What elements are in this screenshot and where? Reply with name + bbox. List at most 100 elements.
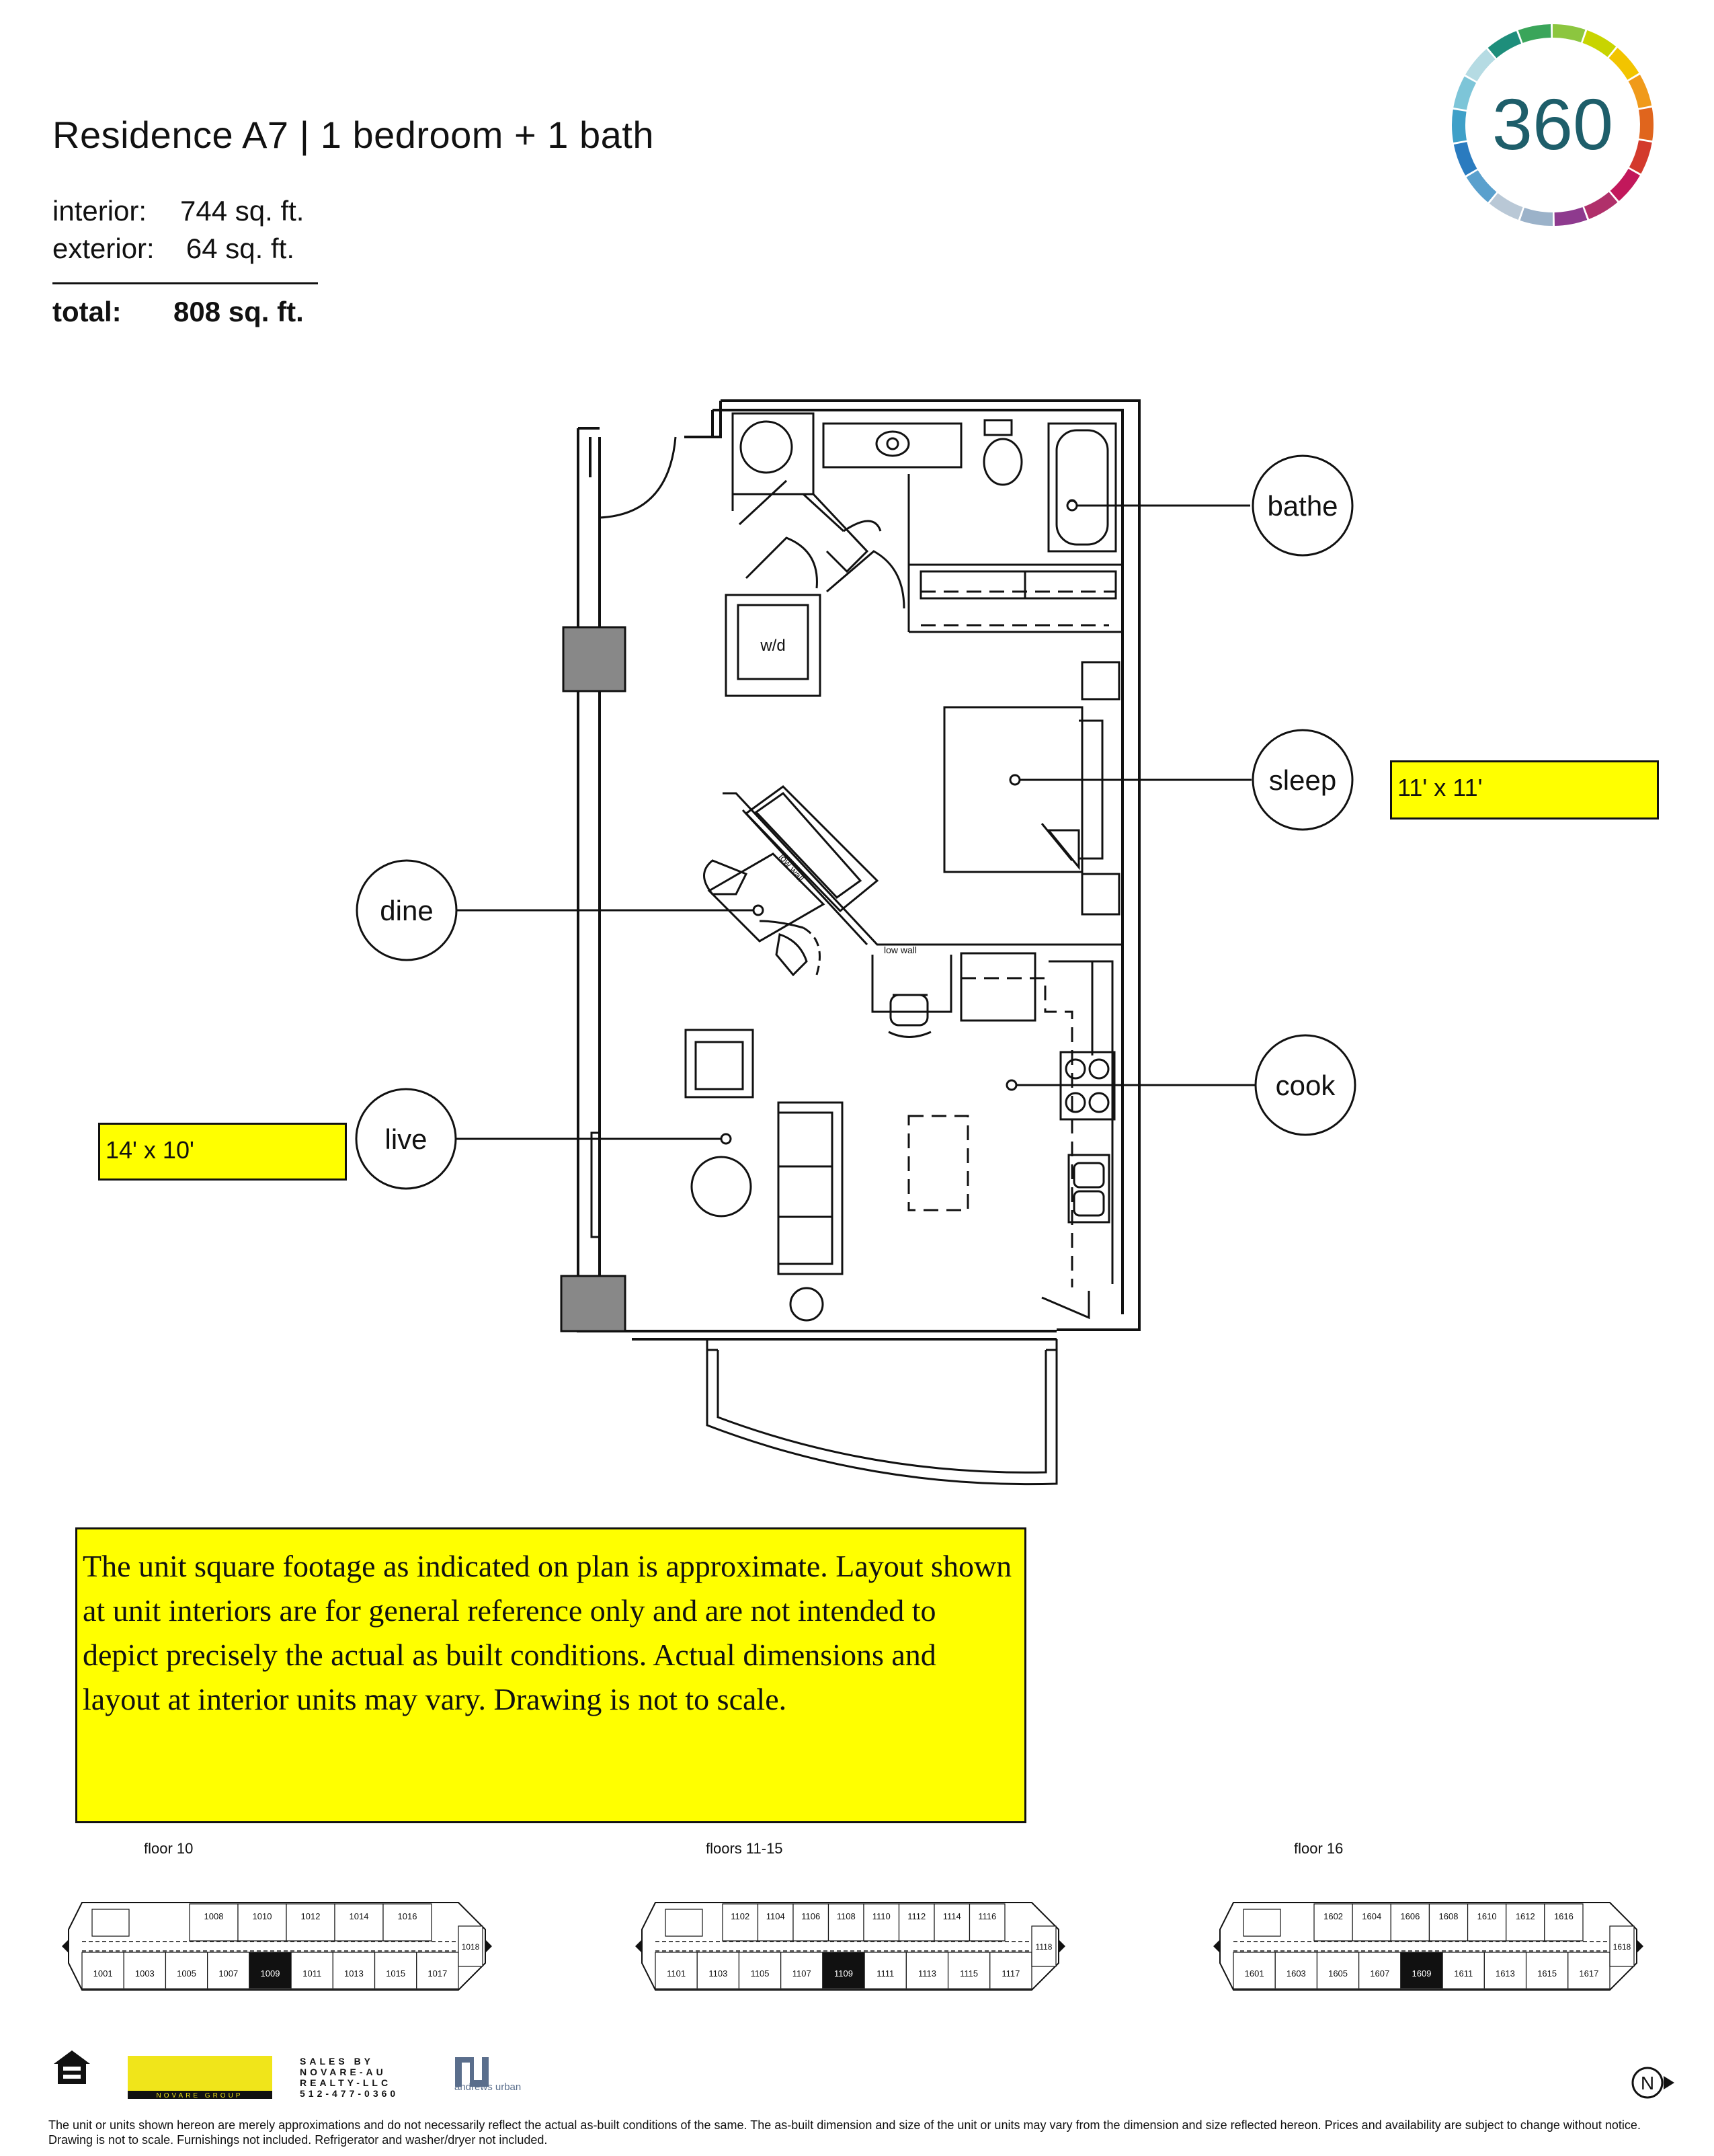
- keyplan-unit-label: 1008: [204, 1911, 224, 1921]
- keyplan-unit-label: 1109: [834, 1968, 853, 1979]
- logo-ring-segment: [1452, 109, 1467, 143]
- keyplan-unit: [81, 1952, 124, 1989]
- keyplan-unit-label: 1604: [1362, 1911, 1381, 1921]
- keyplan-unit: [290, 1952, 333, 1989]
- floor-plan: w/d low wall low wall: [355, 399, 1356, 1486]
- keyplan-unit-label: 1105: [751, 1968, 770, 1979]
- keyplan-unit-label: 1110: [872, 1911, 891, 1921]
- desk: [871, 955, 952, 1038]
- kitchen: [960, 952, 1116, 1320]
- callout-live: live: [355, 1088, 732, 1190]
- keyplan-unit: [1274, 1952, 1318, 1989]
- entry-door: [598, 436, 677, 519]
- keyplan-unit-label: 1613: [1496, 1968, 1515, 1979]
- room-label-live: live: [384, 1123, 427, 1155]
- low-wall-label-1: low wall: [777, 852, 807, 884]
- logo-ring-segment: [1520, 207, 1553, 226]
- keyplan-unit: [863, 1903, 900, 1942]
- keyplan-unit: [334, 1903, 384, 1942]
- keyplan-unit-label: 1001: [93, 1968, 113, 1979]
- logo-ring-segment: [1584, 192, 1618, 219]
- keyplan-unit-label: 1013: [344, 1968, 364, 1979]
- brand-logo-360: 360: [1452, 24, 1654, 226]
- keyplan-unit-label: 1012: [301, 1911, 321, 1921]
- sales-by-text: SALES BY NOVARE-AU REALTY-LLC 512-477-03…: [300, 2056, 399, 2099]
- keyplan-unit-label: 1602: [1323, 1911, 1343, 1921]
- keyplan-unit: [1031, 1925, 1057, 1967]
- keyplan-unit: [332, 1952, 376, 1989]
- keyplan-unit: [1442, 1952, 1485, 1989]
- residence-title: Residence A7 | 1 bedroom + 1 bath: [52, 114, 654, 156]
- callout-cook: cook: [1006, 1034, 1356, 1136]
- logo-ring-segment: [1629, 140, 1652, 174]
- washer-dryer-label: w/d: [760, 637, 785, 655]
- keyplan-unit: [1609, 1925, 1635, 1967]
- keyplan-unit: [722, 1903, 759, 1942]
- keyplan-unit: [237, 1903, 287, 1942]
- structural-column: [560, 1275, 626, 1332]
- keyplan-unit: [165, 1952, 208, 1989]
- keyplan-unit: [989, 1952, 1032, 1989]
- room-label-bathe: bathe: [1267, 490, 1338, 522]
- dimension-box-live: 14' x 10': [98, 1123, 347, 1181]
- keyplan-unit: [458, 1925, 483, 1967]
- closet-doors: [731, 479, 905, 609]
- keyplan-unit: [123, 1952, 167, 1989]
- keyplan-unit-label: 1015: [386, 1968, 405, 1979]
- north-arrow-icon: N: [1631, 2067, 1674, 2099]
- living-furniture: [684, 1029, 969, 1322]
- andrews-urban-icon: [455, 2057, 489, 2087]
- keyplan-unit: [757, 1903, 794, 1942]
- keyplan-unit-label: 1612: [1516, 1911, 1535, 1921]
- keyplan-unit: [1525, 1952, 1569, 1989]
- keyplan-unit-label: 1016: [398, 1911, 417, 1921]
- keyplan-unit-label: 1018: [462, 1942, 480, 1952]
- keyplan-unit: [1316, 1952, 1360, 1989]
- keyplan-unit-label: 1605: [1328, 1968, 1348, 1979]
- structural-column: [562, 626, 626, 692]
- logo-ring-segment: [1554, 207, 1588, 226]
- logo-ring-segment: [1608, 48, 1639, 81]
- keyplan-unit-label: 1616: [1554, 1911, 1574, 1921]
- keyplan-unit: [898, 1903, 935, 1942]
- callout-bathe: bathe: [1066, 454, 1354, 557]
- keyplan-unit: [864, 1952, 907, 1989]
- keyplan-unit: [1544, 1903, 1584, 1942]
- keyplan-unit-label: 1009: [261, 1968, 280, 1979]
- logo-ring-segment: [1638, 107, 1654, 141]
- keyplan-unit-label: 1101: [667, 1968, 686, 1979]
- keyplan-unit: [374, 1952, 417, 1989]
- keyplan-unit-label: 1118: [1036, 1942, 1053, 1952]
- keyplan-unit-label: 1116: [978, 1911, 996, 1921]
- keyplan-unit: [1358, 1952, 1401, 1989]
- logo-ring-segment: [1518, 24, 1551, 43]
- keyplan-unit: [286, 1903, 335, 1942]
- keyplan-unit: [1428, 1903, 1469, 1942]
- keyplan-unit-label: 1111: [876, 1968, 894, 1979]
- exterior-label: exterior:: [52, 233, 155, 264]
- keyplan-unit-label: 1610: [1477, 1911, 1497, 1921]
- keyplan-unit-label: 1615: [1537, 1968, 1557, 1979]
- keyplan-unit: [416, 1952, 459, 1989]
- interior-label: interior:: [52, 195, 147, 227]
- andrews-urban-text: andrews urban: [454, 2081, 522, 2093]
- interior-area-row: interior:744 sq. ft.: [52, 195, 304, 227]
- keyplan-unit: [189, 1903, 239, 1942]
- keyplan-unit-label: 1609: [1412, 1968, 1432, 1979]
- disclaimer-box: The unit square footage as indicated on …: [75, 1527, 1026, 1823]
- keyplan-unit: [1390, 1903, 1430, 1942]
- keyplan-unit-label: 1117: [1002, 1968, 1020, 1979]
- keyplan-unit: [947, 1952, 991, 1989]
- keyplan-unit-label: 1102: [731, 1911, 749, 1921]
- logo-text: 360: [1492, 83, 1613, 165]
- logo-ring-segment: [1628, 75, 1652, 109]
- keyplan-label-floor-16: floor 16: [1294, 1840, 1344, 1857]
- keyplan-unit: [792, 1903, 829, 1942]
- bathroom: [731, 412, 1123, 633]
- keyplan-unit: [1467, 1903, 1507, 1942]
- keyplan-unit-label: 1618: [1613, 1942, 1631, 1952]
- keyplan-unit-label: 1601: [1245, 1968, 1264, 1979]
- room-label-sleep: sleep: [1269, 764, 1336, 796]
